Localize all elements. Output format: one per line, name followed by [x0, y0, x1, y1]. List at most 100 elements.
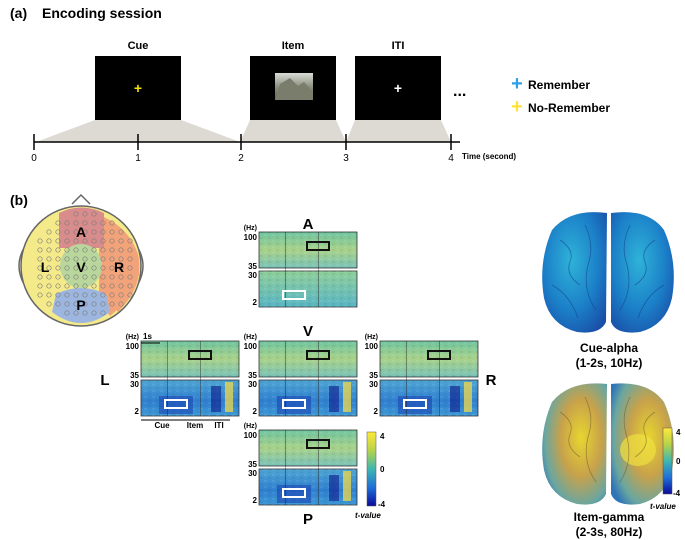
electrode-2 — [91, 211, 97, 217]
electrode-31 — [46, 247, 52, 253]
region-label-r: R — [114, 259, 124, 275]
electrode-55 — [64, 265, 70, 271]
electrode-88 — [64, 292, 70, 298]
electrode-27 — [109, 238, 115, 244]
electrode-82 — [109, 283, 115, 289]
tf-r-tick-35: 35 — [369, 371, 378, 380]
electrode-47 — [91, 256, 97, 262]
electrode-14 — [82, 229, 88, 235]
scalp-nose — [71, 193, 91, 205]
electrode-34 — [73, 247, 79, 253]
electrode-51 — [127, 256, 133, 262]
electrode-62 — [127, 265, 133, 271]
electrode-105 — [64, 310, 70, 316]
panel-a-title: Encoding session — [42, 5, 162, 21]
tf-colorbar-min: -4 — [378, 500, 386, 509]
tf-a-freq-unit: (Hz) — [244, 225, 257, 232]
electrode-42 — [46, 256, 52, 262]
item-trapezoid — [240, 120, 346, 142]
electrode-106 — [73, 310, 79, 316]
electrode-65 — [55, 274, 61, 280]
electrode-39 — [118, 247, 124, 253]
electrode-21 — [55, 238, 61, 244]
electrode-24 — [82, 238, 88, 244]
tf-r-freq-unit: (Hz) — [365, 334, 378, 341]
electrode-72 — [118, 274, 124, 280]
electrode-50 — [118, 256, 124, 262]
tf-colorbar — [366, 431, 377, 507]
electrode-79 — [82, 283, 88, 289]
tf-l-gamma-roi — [188, 350, 212, 360]
time-frequency-plots: (Hz)10035302(Hz)10035302(Hz)10035302(Hz)… — [126, 225, 479, 506]
electrode-93 — [109, 292, 115, 298]
electrode-56 — [73, 265, 79, 271]
brain-caption-1-line1: Cue-alpha — [580, 341, 638, 355]
electrode-98 — [64, 301, 70, 307]
electrode-44 — [64, 256, 70, 262]
electrode-33 — [64, 247, 70, 253]
electrode-91 — [91, 292, 97, 298]
scalp-map: A L V R P — [18, 193, 144, 327]
legend-remember-label: Remember — [528, 78, 590, 92]
tf-a-alpha-roi — [282, 290, 306, 300]
electrode-87 — [55, 292, 61, 298]
electrode-43 — [55, 256, 61, 262]
electrode-83 — [118, 283, 124, 289]
electrode-95 — [127, 292, 133, 298]
electrode-37 — [100, 247, 106, 253]
electrode-104 — [118, 301, 124, 307]
electrode-108 — [91, 310, 97, 316]
electrode-46 — [82, 256, 88, 262]
tf-p-gamma-roi — [306, 439, 330, 449]
electrode-29 — [127, 238, 133, 244]
tf-l-alpha-roi — [164, 399, 188, 409]
electrode-109 — [100, 310, 106, 316]
tf-p-tick-2: 2 — [253, 496, 258, 505]
brain-caption-1-line2: (1-2s, 10Hz) — [576, 356, 643, 370]
electrode-99 — [73, 301, 79, 307]
time-scale-label: 1s — [143, 332, 152, 341]
timeline-label-4: 4 — [448, 153, 454, 164]
tf-a-low-texture — [259, 271, 357, 307]
electrode-26 — [100, 238, 106, 244]
brain-colorbar-mid: 0 — [676, 457, 681, 466]
tf-l-tick-100: 100 — [126, 342, 140, 351]
electrode-1 — [82, 211, 88, 217]
timeline-label-3: 3 — [343, 153, 349, 164]
electrode-16 — [100, 229, 106, 235]
electrode-89 — [73, 292, 79, 298]
brain-right-hemisphere-1 — [611, 212, 674, 333]
electrode-76 — [55, 283, 61, 289]
iti-fixation-cross: + — [394, 80, 402, 96]
legend-remember-icon: + — [511, 73, 523, 95]
electrode-86 — [46, 292, 52, 298]
tf-colorbar-label: t-value — [355, 511, 381, 520]
tf-r-gamma-roi — [427, 350, 451, 360]
electrode-52 — [37, 265, 43, 271]
tf-v-dark-stripe — [329, 386, 339, 412]
brain-colorbar-label: t-value — [650, 502, 676, 511]
tf-colorbar-max: 4 — [380, 432, 385, 441]
electrode-58 — [91, 265, 97, 271]
cue-screen — [95, 56, 181, 120]
electrode-92 — [100, 292, 106, 298]
tf-v-tick-30: 30 — [248, 380, 257, 389]
tf-p-dark-stripe — [329, 475, 339, 501]
legend-no-remember-label: No-Remember — [528, 101, 610, 115]
tf-v-tick-100: 100 — [244, 342, 258, 351]
tf-l-tick-2: 2 — [135, 407, 140, 416]
tf-a-tick-30: 30 — [248, 271, 257, 280]
timeline-label-0: 0 — [31, 153, 37, 164]
electrode-30 — [37, 247, 43, 253]
electrode-78 — [73, 283, 79, 289]
region-r-fill — [99, 215, 140, 312]
electrode-64 — [46, 274, 52, 280]
cue-fixation-cross: + — [134, 80, 142, 96]
tf-p-tick-35: 35 — [248, 460, 257, 469]
electrode-5 — [73, 220, 79, 226]
tf-r-tick-100: 100 — [365, 342, 379, 351]
